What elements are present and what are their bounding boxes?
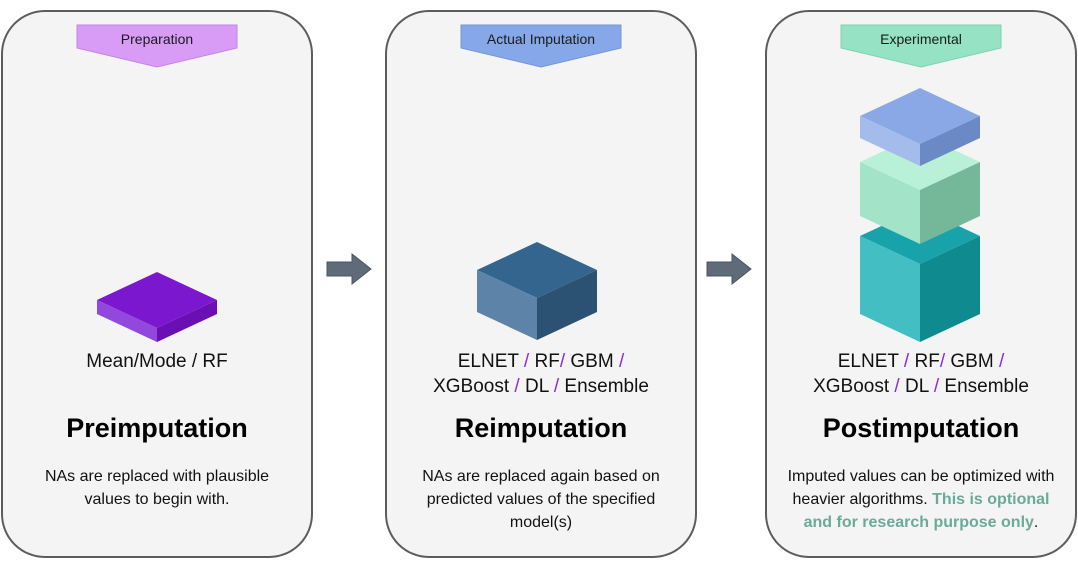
- method-name: Ensemble: [564, 376, 649, 397]
- method-separator: /: [518, 351, 535, 372]
- method-separator: /: [509, 376, 525, 397]
- stage-tag-label: Actual Imputation: [486, 31, 596, 47]
- method-separator: /: [559, 351, 571, 372]
- method-name: Mean/Mode / RF: [86, 351, 228, 372]
- method-name: ELNET: [837, 351, 899, 372]
- method-name: RF: [914, 351, 940, 372]
- method-separator: /: [898, 351, 915, 372]
- methods-text: Mean/Mode / RF: [3, 349, 311, 374]
- arrow-right-icon: [326, 253, 372, 285]
- method-separator: /: [889, 376, 905, 397]
- methods-line-1: Mean/Mode / RF: [3, 349, 311, 374]
- stage-tag-experimental: Experimental: [840, 24, 1002, 68]
- purple-layer-icon: [97, 272, 217, 342]
- blue-cube-icon: [477, 242, 597, 340]
- method-separator: /: [939, 351, 951, 372]
- stage-panel-postimputation: Experimental ELNET / RF/ GBM / XGBoost /…: [765, 10, 1077, 558]
- methods-text: ELNET / RF/ GBM / XGBoost / DL / Ensembl…: [767, 349, 1075, 399]
- stage-tag-preparation: Preparation: [76, 24, 238, 68]
- methods-line-2: XGBoost / DL / Ensemble: [767, 374, 1075, 399]
- methods-text: ELNET / RF/ GBM / XGBoost / DL / Ensembl…: [387, 349, 695, 399]
- method-separator: /: [613, 351, 625, 372]
- method-name: XGBoost: [813, 376, 890, 397]
- method-separator: /: [928, 376, 945, 397]
- stage-title: Preimputation: [66, 413, 248, 443]
- stage-tag-label: Experimental: [880, 31, 962, 47]
- stage-panel-preimputation: Preparation Mean/Mode / RF Preimputation…: [1, 10, 313, 558]
- stage-title: Reimputation: [454, 413, 628, 443]
- stacked-cubes-icon: [860, 88, 980, 342]
- method-name: XGBoost: [433, 376, 510, 397]
- method-separator: /: [993, 351, 1005, 372]
- description-text: Imputed values can be optimized with hea…: [787, 468, 1055, 508]
- method-name: Ensemble: [944, 376, 1029, 397]
- description-text: NAs are replaced again based on predicte…: [422, 468, 660, 531]
- methods-line-1: ELNET / RF/ GBM /: [387, 349, 695, 374]
- description-text: NAs are replaced with plausible values t…: [44, 468, 270, 508]
- method-name: ELNET: [457, 351, 519, 372]
- stage-description: Imputed values can be optimized with hea…: [787, 465, 1055, 534]
- description-highlight: This is optional and for research purpos…: [803, 491, 1050, 531]
- stage-description: NAs are replaced again based on predicte…: [407, 465, 675, 534]
- method-name: DL: [524, 376, 549, 397]
- description-end: .: [1033, 514, 1039, 531]
- method-name: DL: [904, 376, 929, 397]
- stage-tag-actual-imputation: Actual Imputation: [460, 24, 622, 68]
- method-name: RF: [534, 351, 560, 372]
- method-separator: /: [548, 376, 565, 397]
- stage-title: Postimputation: [822, 413, 1020, 443]
- method-name: GBM: [950, 351, 994, 372]
- stage-description: NAs are replaced with plausible values t…: [23, 465, 291, 511]
- arrow-right-icon: [706, 253, 752, 285]
- methods-line-2: XGBoost / DL / Ensemble: [387, 374, 695, 399]
- methods-line-1: ELNET / RF/ GBM /: [767, 349, 1075, 374]
- stage-panel-reimputation: Actual Imputation ELNET / RF/ GBM / XGBo…: [385, 10, 697, 558]
- method-name: GBM: [570, 351, 614, 372]
- stage-tag-label: Preparation: [120, 31, 194, 47]
